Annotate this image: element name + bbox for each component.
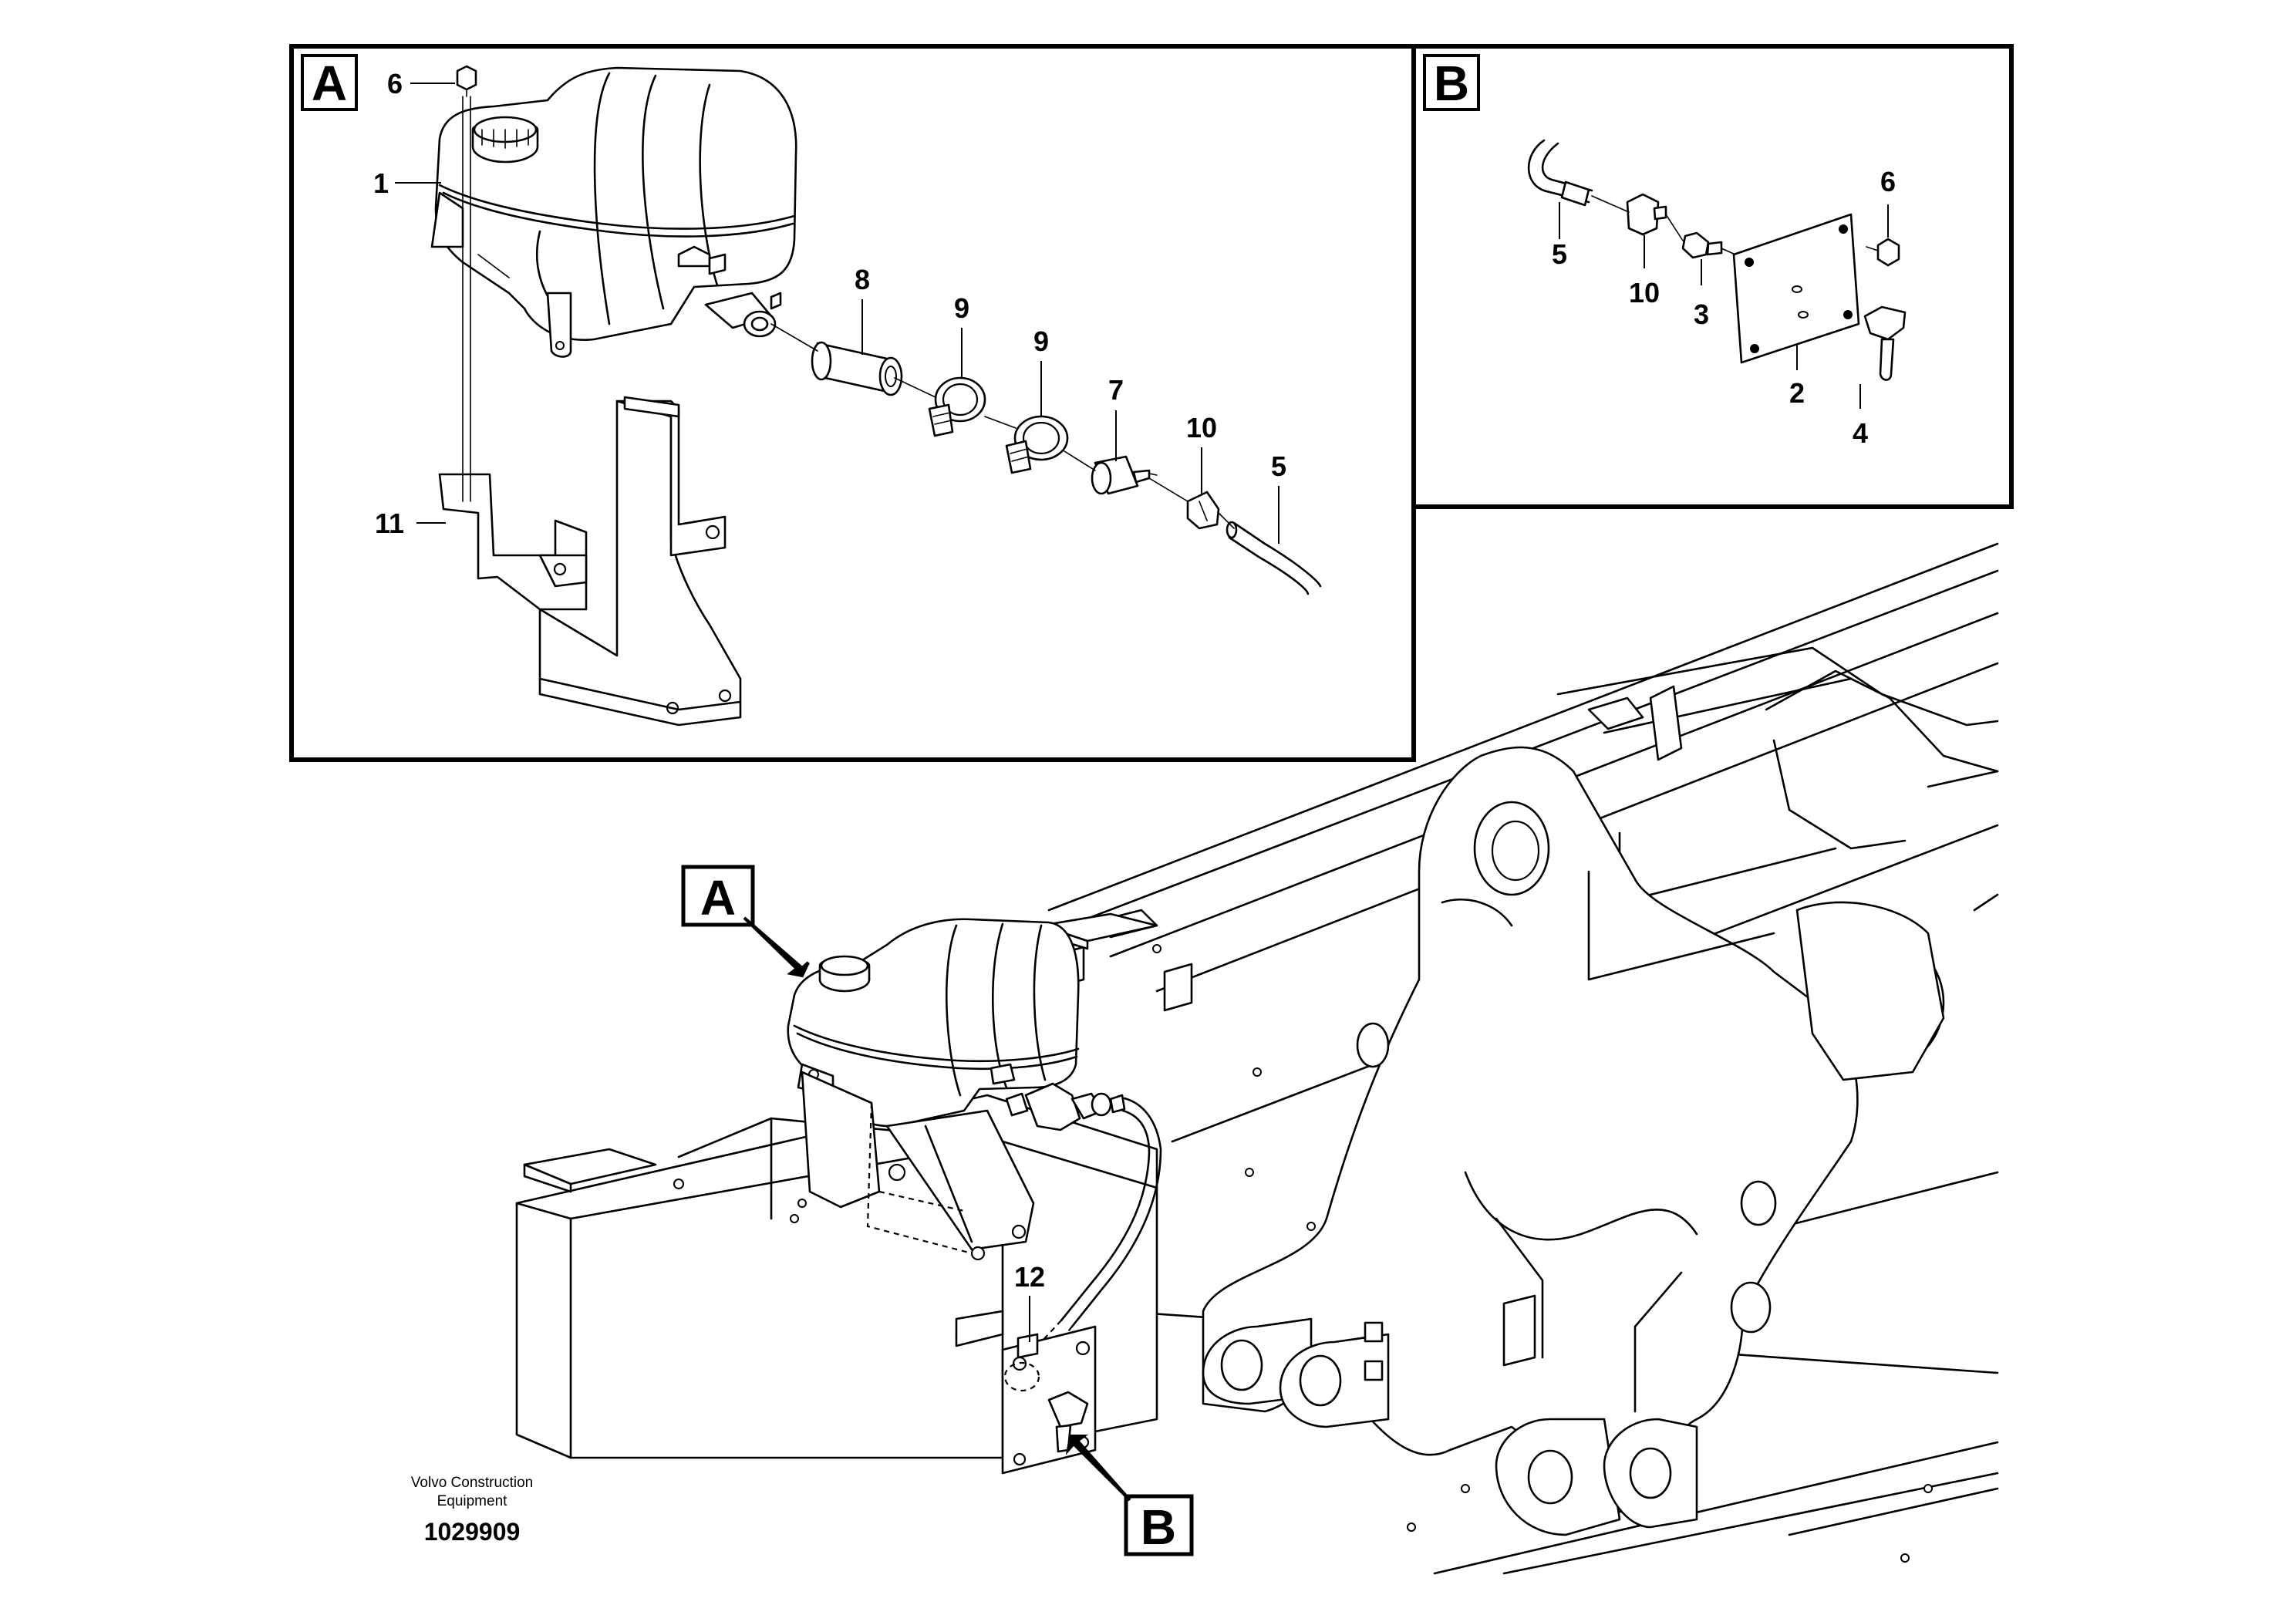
bolt-b6 [1866, 238, 1900, 267]
callout-a-9b: 9 [1033, 325, 1049, 357]
mounting-bracket-11 [438, 396, 742, 727]
detail-b-label-box [1423, 54, 1480, 111]
filler-cap [471, 116, 539, 164]
callout-a-5: 5 [1271, 450, 1286, 482]
maker-line-2: Equipment [437, 1493, 508, 1509]
mounting-plate-2 [1732, 213, 1860, 364]
drawing-number: 1029909 [424, 1518, 521, 1546]
callout-b-4: 4 [1853, 417, 1868, 449]
washer-hose-b5 [1527, 139, 1593, 207]
callout-b-3: 3 [1694, 298, 1709, 330]
callout-a-11: 11 [375, 508, 404, 539]
callout-b-6: 6 [1880, 166, 1896, 197]
detail-a-label-box [301, 54, 358, 111]
callout-12: 12 [1014, 1261, 1045, 1293]
hose-clamp-9b [1005, 415, 1069, 474]
callout-a-7: 7 [1108, 374, 1124, 406]
installed-washer-reservoir [787, 918, 1080, 1128]
callout-a-10: 10 [1186, 412, 1217, 443]
maker-line-1: Volvo Construction [411, 1475, 533, 1491]
callout-b-10: 10 [1629, 277, 1660, 309]
marker-a-box [681, 865, 755, 927]
marker-b-label: B [1141, 1499, 1176, 1555]
detail-b-frame [1411, 44, 2014, 509]
overview-marker-b: B [1065, 1435, 1194, 1556]
marker-b-box [1124, 1494, 1194, 1556]
overview-marker-a: A [681, 865, 810, 978]
hose-segment-8 [811, 341, 903, 396]
callout-b-2: 2 [1789, 377, 1805, 409]
hose-connector-10 [1186, 491, 1220, 530]
bolt-6 [456, 65, 477, 502]
detail-b-label: B [1434, 56, 1469, 111]
machine-upper-frame [1047, 542, 1999, 1575]
callout-a-1: 1 [373, 167, 389, 199]
callout-b-5: 5 [1552, 238, 1567, 270]
overview-callout-12: 12 [1014, 1261, 1045, 1342]
callout-a-9a: 9 [954, 292, 969, 324]
drain-elbow-4 [1863, 305, 1907, 381]
washer-hose-5 [1226, 521, 1322, 595]
marker-a-label: A [700, 870, 736, 926]
callout-a-8: 8 [855, 264, 870, 295]
hose-clamp-9a [928, 376, 986, 437]
callout-a-6: 6 [387, 68, 403, 99]
drawing-footer: Volvo Construction Equipment 1029909 [411, 1475, 533, 1546]
pump-outlet [704, 292, 782, 338]
installed-bracket [801, 1071, 1035, 1261]
detail-a-label: A [312, 56, 347, 111]
check-valve-7 [1091, 455, 1158, 495]
tank-lower-bracket [546, 245, 727, 358]
hose-connector-b10 [1626, 193, 1667, 236]
bulkhead-fitting-3 [1681, 231, 1723, 259]
detail-b-panel: B [1411, 44, 2014, 509]
detail-a-panel: A [289, 44, 1416, 762]
